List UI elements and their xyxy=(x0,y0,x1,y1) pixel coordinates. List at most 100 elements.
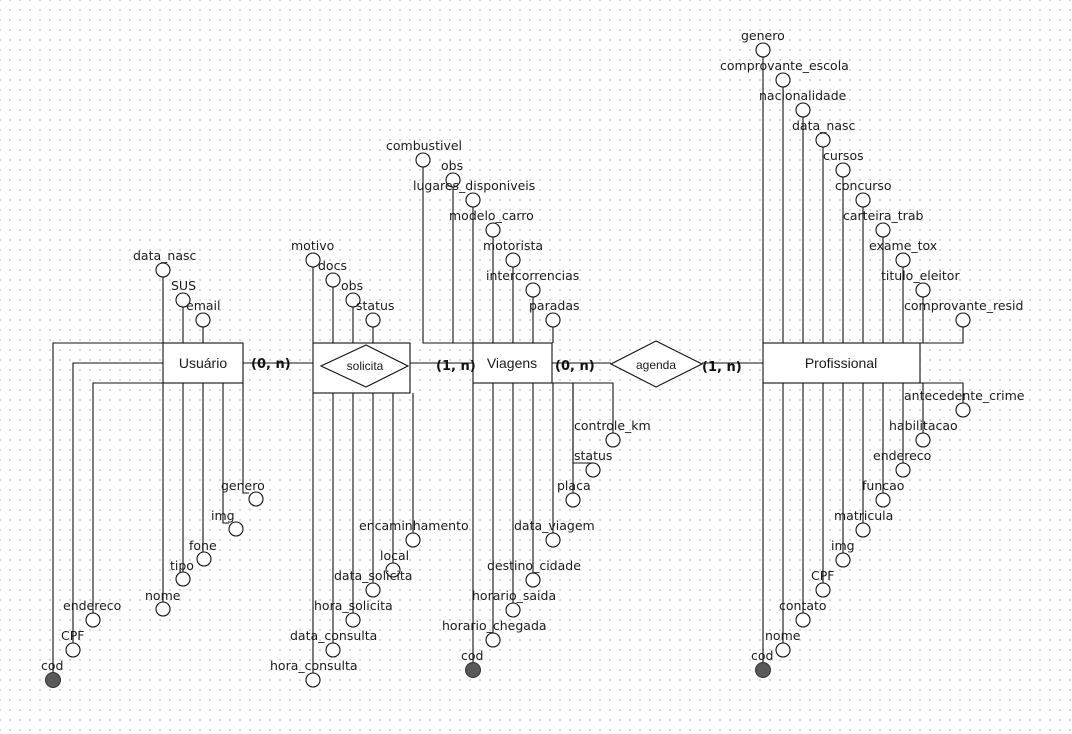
attribute-circle[interactable] xyxy=(755,42,771,58)
attribute-circle[interactable] xyxy=(895,462,911,478)
attr-viagens-motorista: motorista xyxy=(483,238,543,253)
attr-viagens-combustivel: combustivel xyxy=(386,138,462,153)
attribute-circle[interactable] xyxy=(545,532,561,548)
attribute-circle[interactable] xyxy=(835,552,851,568)
attribute-circle[interactable] xyxy=(545,312,561,328)
attr-solicita-encaminhamento: encaminhamento xyxy=(359,518,469,533)
attr-viagens-cod: cod xyxy=(461,648,483,663)
attr-profissional-nome: nome xyxy=(765,628,801,643)
relationship-agenda[interactable]: agenda xyxy=(609,340,704,388)
attr-usuario-data-nasc: data_nasc xyxy=(133,248,197,263)
attribute-circle[interactable] xyxy=(565,492,581,508)
attribute-circle[interactable] xyxy=(365,312,381,328)
attribute-circle[interactable] xyxy=(875,492,891,508)
attribute-circle[interactable] xyxy=(795,612,811,628)
attribute-circle[interactable] xyxy=(855,522,871,538)
attribute-circle[interactable] xyxy=(65,642,81,658)
attribute-circle[interactable] xyxy=(385,562,401,578)
attr-solicita-hora-consulta: hora_consulta xyxy=(270,658,358,673)
attribute-circle[interactable] xyxy=(175,292,191,308)
entity-viagens-label: Viagens xyxy=(487,355,537,371)
attr-profissional-carteira-trab: carteira_trab xyxy=(843,208,923,223)
attr-profissional-titulo-eleitor: titulo_eleitor xyxy=(881,268,960,283)
attr-solicita-motivo: motivo xyxy=(291,238,334,253)
attribute-circle[interactable] xyxy=(815,582,831,598)
attr-usuario-img: img xyxy=(211,508,235,523)
attr-viagens-lugares-disponiveis: lugares_disponiveis xyxy=(413,178,535,193)
attribute-circle[interactable] xyxy=(525,282,541,298)
attribute-circle[interactable] xyxy=(485,222,501,238)
attr-viagens-horario-chegada: horario_chegada xyxy=(442,618,547,633)
attribute-circle[interactable] xyxy=(405,532,421,548)
attribute-circle[interactable] xyxy=(485,632,501,648)
attribute-circle[interactable] xyxy=(955,312,971,328)
attribute-circle[interactable] xyxy=(505,252,521,268)
attr-usuario-sus: SUS xyxy=(171,278,196,293)
attr-usuario-endereco: endereco xyxy=(63,598,121,613)
attr-profissional-comprovante-escola: comprovante_escola xyxy=(720,58,849,73)
attribute-circle[interactable] xyxy=(915,282,931,298)
attr-profissional-antecedente-crime: antecedente_crime xyxy=(904,388,1025,403)
attr-profissional-exame-tox: exame_tox xyxy=(869,238,937,253)
attribute-circle[interactable] xyxy=(445,172,461,188)
attr-usuario-cpf: CPF xyxy=(61,628,84,643)
attribute-circle[interactable] xyxy=(795,102,811,118)
primary-key-dot[interactable] xyxy=(45,672,61,688)
attribute-circle[interactable] xyxy=(365,582,381,598)
attribute-circle[interactable] xyxy=(955,402,971,418)
cardinality-usuario-solicita: (0, n) xyxy=(251,357,291,372)
attributes-viagens: combustivel obs lugares_disponiveis mode… xyxy=(386,138,651,678)
attribute-circle[interactable] xyxy=(525,572,541,588)
attribute-circle[interactable] xyxy=(325,272,341,288)
attribute-circle[interactable] xyxy=(875,222,891,238)
primary-key-dot[interactable] xyxy=(465,662,481,678)
cardinality-agenda-profissional: (1, n) xyxy=(702,360,742,375)
attr-viagens-status: status xyxy=(574,448,612,463)
attribute-circle[interactable] xyxy=(155,601,171,617)
attr-usuario-fone: fone xyxy=(189,538,217,553)
attribute-circle[interactable] xyxy=(85,612,101,628)
attr-viagens-intercorrencias: intercorrencias xyxy=(486,268,579,283)
attr-viagens-placa: placa xyxy=(557,478,591,493)
attribute-circle[interactable] xyxy=(855,192,871,208)
attribute-circle[interactable] xyxy=(175,571,191,587)
attr-solicita-hora-solicita: hora_solicita xyxy=(314,598,393,613)
attribute-circle[interactable] xyxy=(505,602,521,618)
attribute-circle[interactable] xyxy=(195,312,211,328)
attr-solicita-status: status xyxy=(356,298,394,313)
attribute-circle[interactable] xyxy=(155,262,171,278)
entity-usuario[interactable]: Usuário xyxy=(162,342,244,384)
attribute-circle[interactable] xyxy=(835,162,851,178)
entity-viagens[interactable]: Viagens xyxy=(472,342,553,384)
attribute-circle[interactable] xyxy=(895,252,911,268)
attribute-circle[interactable] xyxy=(815,132,831,148)
attr-profissional-matricula: matricula xyxy=(834,508,893,523)
attribute-circle[interactable] xyxy=(915,432,931,448)
attribute-circle[interactable] xyxy=(775,72,791,88)
attr-profissional-genero: genero xyxy=(741,28,785,43)
attribute-circle[interactable] xyxy=(775,642,791,658)
attribute-circle[interactable] xyxy=(305,252,321,268)
attribute-circle[interactable] xyxy=(305,672,321,688)
attribute-circle[interactable] xyxy=(345,292,361,308)
attribute-circle[interactable] xyxy=(605,432,621,448)
attribute-circle[interactable] xyxy=(415,152,431,168)
primary-key-dot[interactable] xyxy=(755,662,771,678)
attribute-circle[interactable] xyxy=(465,192,481,208)
attribute-circle[interactable] xyxy=(196,551,212,567)
relationship-solicita-label: solicita xyxy=(347,359,384,373)
attr-profissional-cod: cod xyxy=(751,648,773,663)
attribute-circle[interactable] xyxy=(325,642,341,658)
relationship-solicita[interactable]: solicita xyxy=(312,342,411,394)
attr-profissional-funcao: funcao xyxy=(862,478,904,493)
attribute-circle[interactable] xyxy=(345,612,361,628)
attr-solicita-data-consulta: data_consulta xyxy=(290,628,377,643)
entity-profissional-label: Profissional xyxy=(805,355,877,371)
attr-viagens-data-viagem: data_viagem xyxy=(514,518,595,533)
attribute-circle[interactable] xyxy=(248,491,264,507)
attribute-circle[interactable] xyxy=(585,462,601,478)
attribute-circle[interactable] xyxy=(228,521,244,537)
entity-profissional[interactable]: Profissional xyxy=(762,342,921,384)
attr-usuario-nome: nome xyxy=(145,588,181,603)
attributes-usuario: data_nasc SUS email genero img fone tipo… xyxy=(41,248,265,688)
